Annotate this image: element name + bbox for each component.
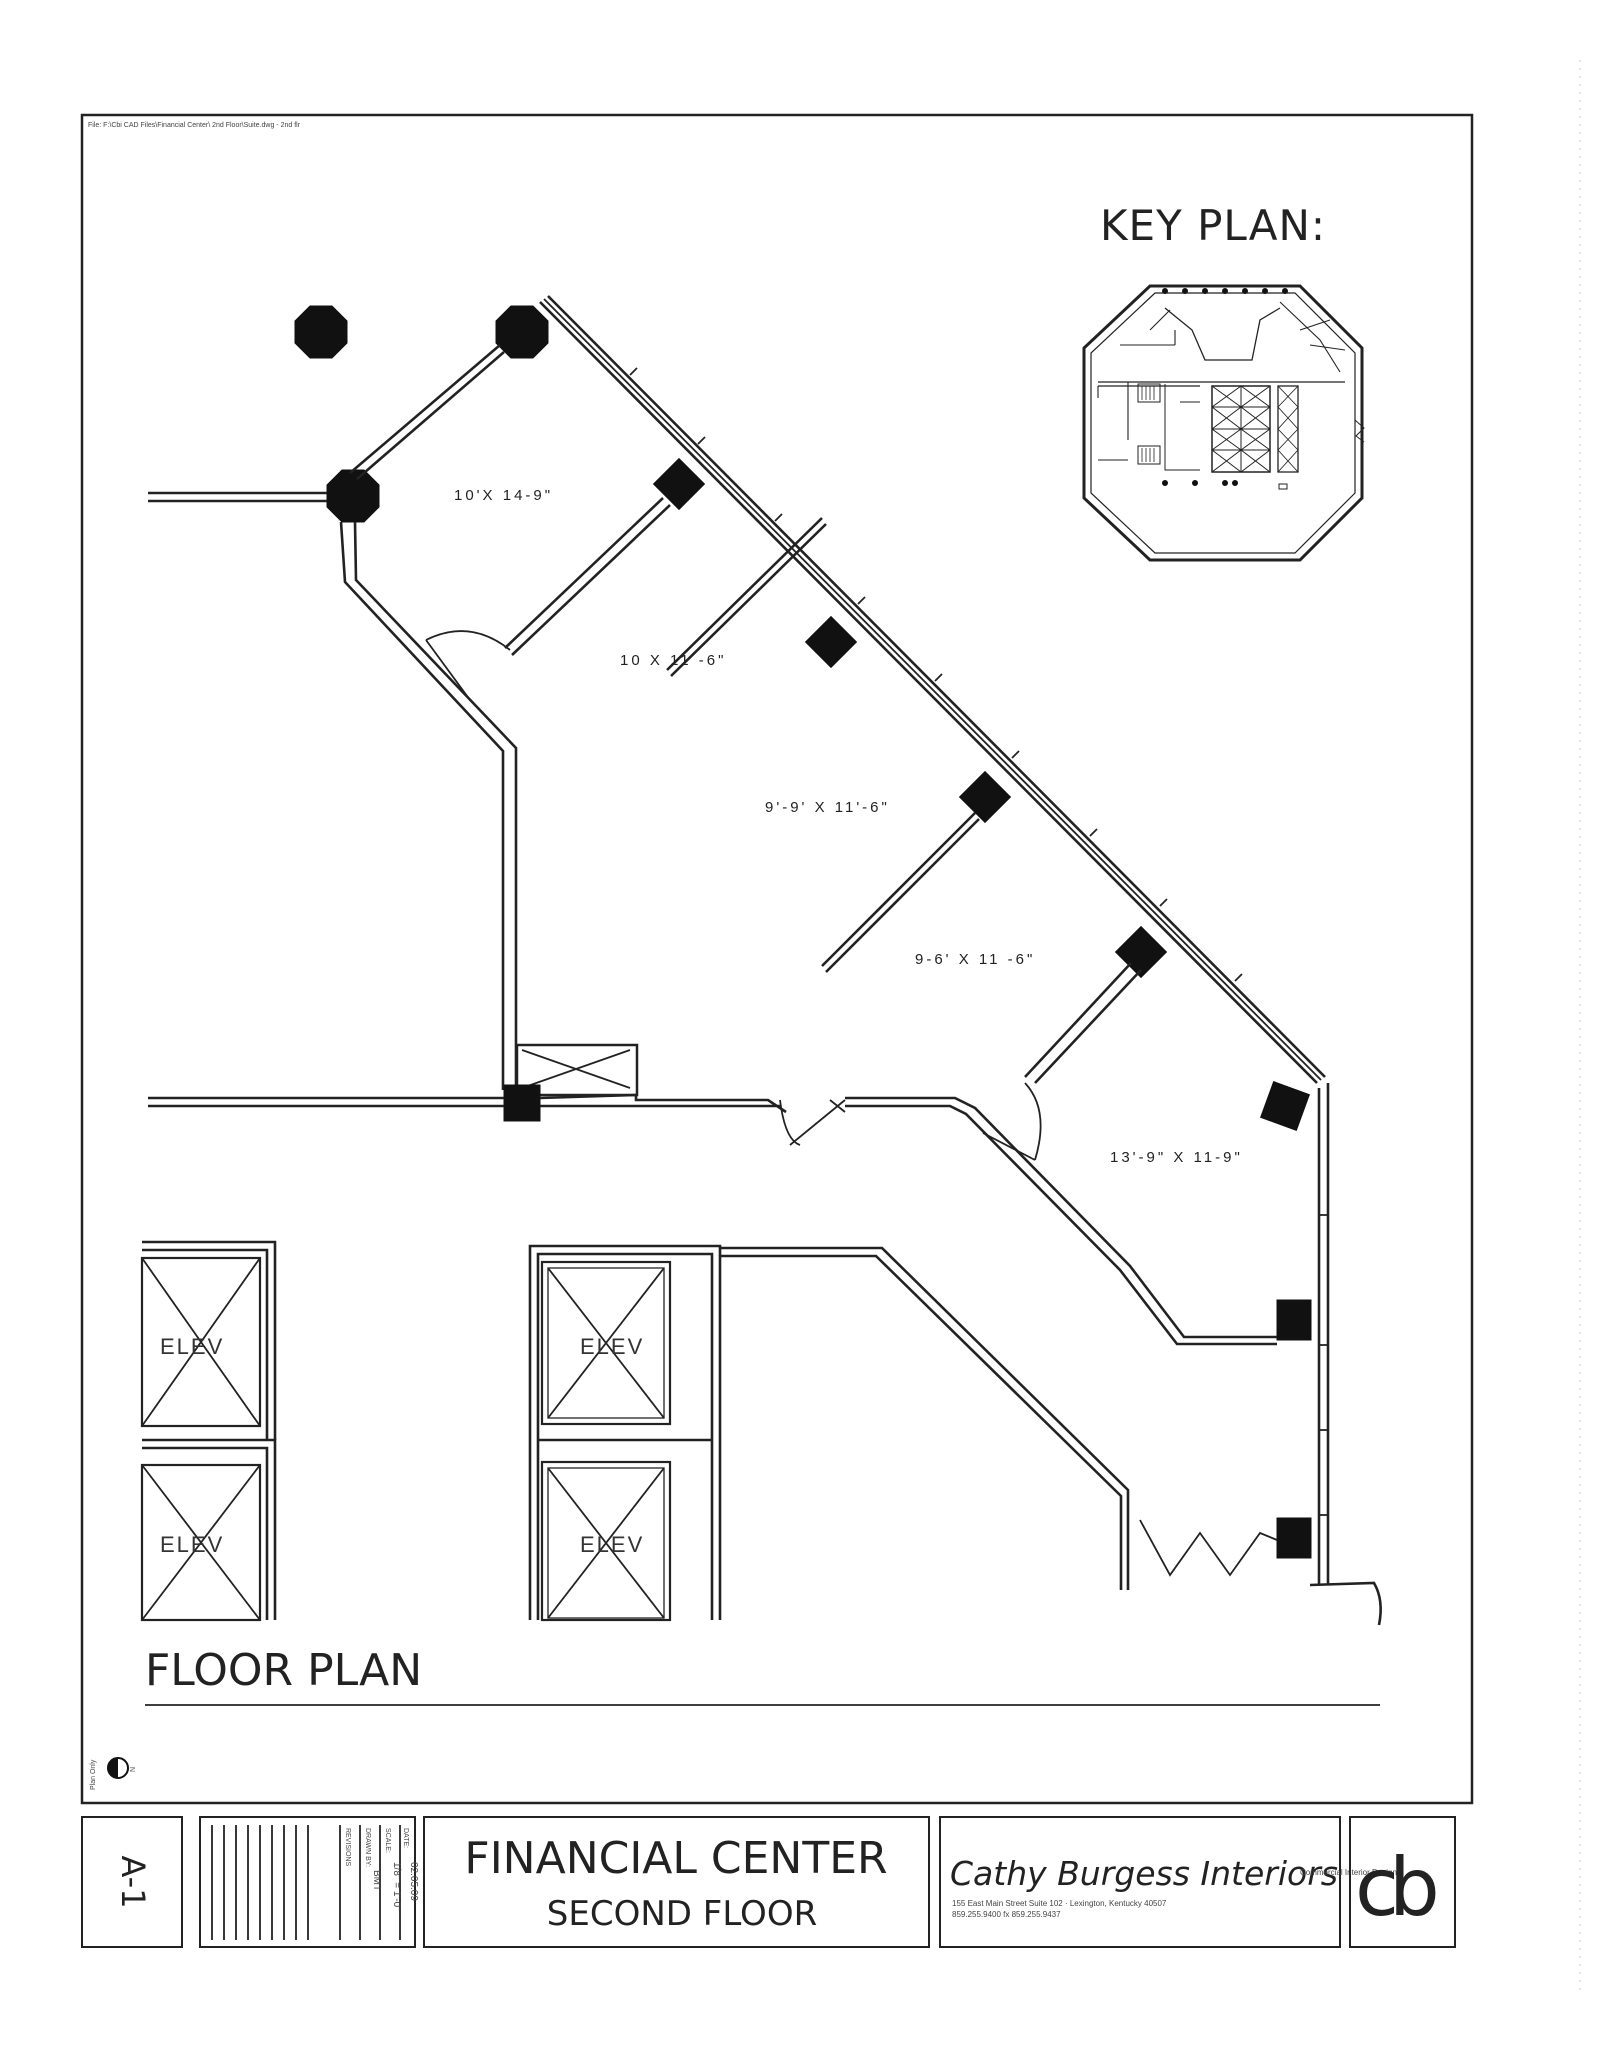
drawing-border: [80, 113, 1474, 1805]
room-label: 9'-9' X 11'-6": [765, 799, 890, 816]
scale-value: 1/8" = 1'-0": [391, 1862, 402, 1911]
column: [294, 305, 348, 359]
column: [1276, 1517, 1312, 1559]
elevator-label: ELEV: [580, 1334, 644, 1359]
plan-only-note: Plan Only: [90, 1759, 97, 1790]
firm-tagline: Commercial Interior Design: [1300, 1868, 1397, 1877]
title-block: A-1 REVISIONS DRAWN BY: BMT SCALE: 1/8" …: [81, 1816, 1456, 1948]
firm-logo: cb: [1355, 1841, 1436, 1934]
column: [495, 305, 549, 359]
firm-address: 155 East Main Street Suite 102 · Lexingt…: [952, 1899, 1167, 1908]
revisions-label: REVISIONS: [344, 1828, 351, 1866]
drawn-value: BMT: [371, 1870, 382, 1891]
sheet-number: A-1: [114, 1855, 152, 1908]
elevator-label: ELEV: [160, 1334, 224, 1359]
file-path: File: F:\Cbi CAD Files\Financial Center\…: [88, 122, 301, 129]
north-arrow: N Plan Only: [90, 1757, 137, 1790]
column: [804, 615, 858, 669]
column: [503, 1084, 541, 1122]
scale-label: SCALE:: [384, 1828, 391, 1853]
project-title: FINANCIAL CENTER: [464, 1833, 887, 1884]
key-plan: [1082, 284, 1365, 562]
drawn-label: DRAWN BY:: [364, 1828, 371, 1867]
room-label: 13'-9" X 11-9": [1110, 1149, 1243, 1166]
column: [1276, 1299, 1312, 1341]
floor-plan: 10'X 14-9" 10 X 11 -6" 9'-9' X 11'-6" 9-…: [140, 295, 1382, 1626]
firm-phone: 859.255.9400 fx 859.255.9437: [952, 1910, 1061, 1919]
elevator-label: ELEV: [580, 1532, 644, 1557]
column: [958, 770, 1012, 824]
key-plan-title: KEY PLAN:: [1100, 201, 1326, 250]
firm-name: Cathy Burgess Interiors: [950, 1854, 1338, 1893]
column: [652, 457, 706, 511]
date-value: 02.05.09: [408, 1862, 419, 1901]
column: [326, 469, 380, 523]
date-label: DATE:: [402, 1828, 409, 1848]
column: [1260, 1081, 1310, 1131]
room-label: 10'X 14-9": [454, 487, 553, 504]
floor-plan-title: FLOOR PLAN: [145, 1645, 422, 1696]
room-label: 10 X 11 -6": [620, 652, 726, 669]
elevator-label: ELEV: [160, 1532, 224, 1557]
room-label: 9-6' X 11 -6": [915, 951, 1035, 968]
project-subtitle: SECOND FLOOR: [547, 1894, 817, 1934]
north-label: N: [130, 1767, 137, 1772]
